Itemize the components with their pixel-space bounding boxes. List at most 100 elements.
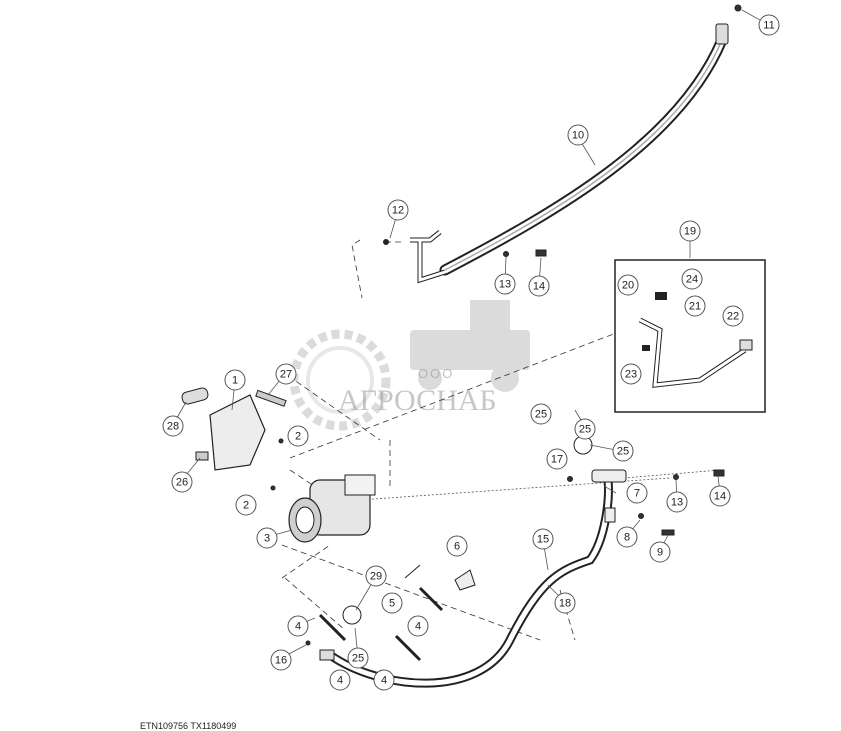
callout-c21: 21 xyxy=(684,295,706,317)
callout-number: 4 xyxy=(415,621,421,633)
callout-bubble xyxy=(679,220,701,242)
callout-bubble xyxy=(407,615,429,637)
callout-number: 4 xyxy=(295,621,301,633)
callout-number: 27 xyxy=(280,369,292,381)
callout-c16: 16 xyxy=(270,649,292,671)
callout-c7: 7 xyxy=(626,482,648,504)
callout-bubble xyxy=(722,305,744,327)
callout-c5: 5 xyxy=(381,592,403,614)
small-parts xyxy=(270,4,742,662)
hose-15 xyxy=(319,469,627,688)
callout-c2a: 2 xyxy=(287,425,309,447)
callout-number: 2 xyxy=(295,431,301,443)
callout-number: 25 xyxy=(535,409,547,421)
footer-codes: ETN109756 TX1180499 xyxy=(140,721,236,731)
callout-bubble xyxy=(709,485,731,507)
callout-c24: 24 xyxy=(681,268,703,290)
hose-10 xyxy=(383,23,729,284)
callout-c15: 15 xyxy=(532,528,554,550)
callout-bubble xyxy=(684,295,706,317)
bracket-1 xyxy=(181,387,287,471)
callout-bubble xyxy=(649,541,671,563)
callout-number: 19 xyxy=(684,226,696,238)
callout-bubble xyxy=(446,535,468,557)
callout-c4c: 4 xyxy=(373,669,395,691)
callout-c6: 6 xyxy=(446,535,468,557)
callout-number: 5 xyxy=(389,598,395,610)
callout-number: 3 xyxy=(264,533,270,545)
callout-number: 29 xyxy=(370,571,382,583)
callout-number: 6 xyxy=(454,541,460,553)
callout-c1: 1 xyxy=(224,369,246,391)
dotted-leaders xyxy=(359,469,721,501)
callout-c25b: 25 xyxy=(574,418,596,440)
callout-number: 21 xyxy=(689,301,701,313)
callout-number: 2 xyxy=(243,500,249,512)
callout-number: 23 xyxy=(625,369,637,381)
callout-c8: 8 xyxy=(616,526,638,548)
callout-bubble xyxy=(275,363,297,385)
callout-bubble xyxy=(620,363,642,385)
callout-bubble xyxy=(681,268,703,290)
watermark: ООО АГРОСНАБ xyxy=(289,300,530,431)
callout-c23: 23 xyxy=(620,363,642,385)
callout-bubble xyxy=(567,124,589,146)
callout-bubble xyxy=(612,440,634,462)
callout-c22: 22 xyxy=(722,305,744,327)
callout-number: 4 xyxy=(381,675,387,687)
callout-c14b: 14 xyxy=(709,485,731,507)
callout-c25c: 25 xyxy=(612,440,634,462)
callout-c13b: 13 xyxy=(666,491,688,513)
callout-c11: 11 xyxy=(758,14,780,36)
callout-c28: 28 xyxy=(162,415,184,437)
callout-c3: 3 xyxy=(256,527,278,549)
callout-bubble xyxy=(287,425,309,447)
harvester-logo-icon xyxy=(410,300,530,392)
callout-c29: 29 xyxy=(365,565,387,587)
callout-c26: 26 xyxy=(171,471,193,493)
callout-number: 24 xyxy=(686,274,698,286)
callout-bubble xyxy=(387,199,409,221)
callout-number: 4 xyxy=(337,675,343,687)
callout-number: 28 xyxy=(167,421,179,433)
callout-c25a: 25 xyxy=(530,403,552,425)
callout-number: 13 xyxy=(499,279,511,291)
callout-bubble xyxy=(256,527,278,549)
callout-c14a: 14 xyxy=(528,275,550,297)
callout-number: 1 xyxy=(232,375,238,387)
callout-bubble xyxy=(270,649,292,671)
callout-number: 26 xyxy=(176,477,188,489)
callout-bubble xyxy=(329,669,351,691)
callout-number: 11 xyxy=(763,20,774,32)
callout-bubble xyxy=(532,528,554,550)
callout-bubble xyxy=(162,415,184,437)
callout-number: 14 xyxy=(533,281,545,293)
callout-bubble xyxy=(373,669,395,691)
callout-bubble xyxy=(381,592,403,614)
callout-number: 25 xyxy=(352,653,364,665)
callout-number: 13 xyxy=(671,497,683,509)
compressor-3 xyxy=(288,474,376,543)
callout-bubble xyxy=(530,403,552,425)
callout-bubble xyxy=(546,448,568,470)
callout-number: 10 xyxy=(572,130,584,142)
callout-c25d: 25 xyxy=(347,647,369,669)
callout-bubble xyxy=(224,369,246,391)
callout-bubble xyxy=(287,615,309,637)
callout-c17: 17 xyxy=(546,448,568,470)
callout-number: 25 xyxy=(579,424,591,436)
callout-bubble xyxy=(528,275,550,297)
callout-number: 14 xyxy=(714,491,726,503)
callout-c19: 19 xyxy=(679,220,701,242)
callout-number: 7 xyxy=(634,488,640,500)
watermark-brand: АГРОСНАБ xyxy=(338,384,497,417)
callout-number: 20 xyxy=(622,280,634,292)
callout-bubble xyxy=(574,418,596,440)
callout-number: 22 xyxy=(727,311,739,323)
callout-c20: 20 xyxy=(617,274,639,296)
callout-c4d: 4 xyxy=(329,669,351,691)
callout-c4a: 4 xyxy=(287,615,309,637)
callout-number: 9 xyxy=(657,547,663,559)
